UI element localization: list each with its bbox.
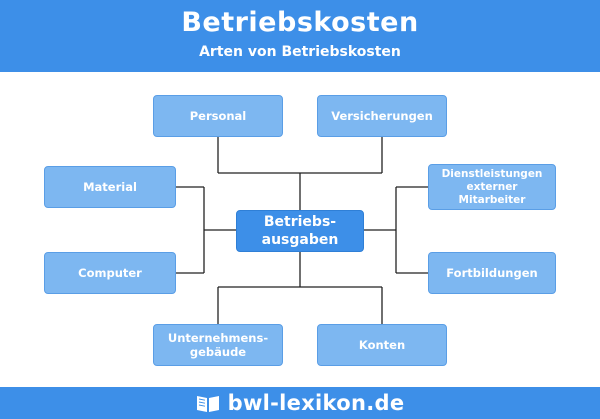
node-computer: Computer xyxy=(44,252,176,294)
page-title: Betriebskosten xyxy=(181,7,419,38)
node-personal: Personal xyxy=(153,95,283,137)
node-material: Material xyxy=(44,166,176,208)
node-konten: Konten xyxy=(317,324,447,366)
node-dienstleistungen: Dienstleistungen externer Mitarbeiter xyxy=(428,164,556,210)
node-unternehmensgebaeude: Unternehmens- gebäude xyxy=(153,324,283,366)
footer-banner: bwl-lexikon.de xyxy=(0,387,600,419)
node-fortbildungen: Fortbildungen xyxy=(428,252,556,294)
diagram-canvas: Personal Versicherungen Material Dienstl… xyxy=(0,72,600,387)
header-banner: Betriebskosten Arten von Betriebskosten xyxy=(0,0,600,72)
page-subtitle: Arten von Betriebskosten xyxy=(199,44,401,60)
brand-name: bwl-lexikon.de xyxy=(227,391,405,415)
connector-lines xyxy=(176,136,428,324)
node-center-betriebsausgaben: Betriebs- ausgaben xyxy=(236,210,364,252)
open-book-icon xyxy=(196,396,219,412)
node-versicherungen: Versicherungen xyxy=(317,95,447,137)
